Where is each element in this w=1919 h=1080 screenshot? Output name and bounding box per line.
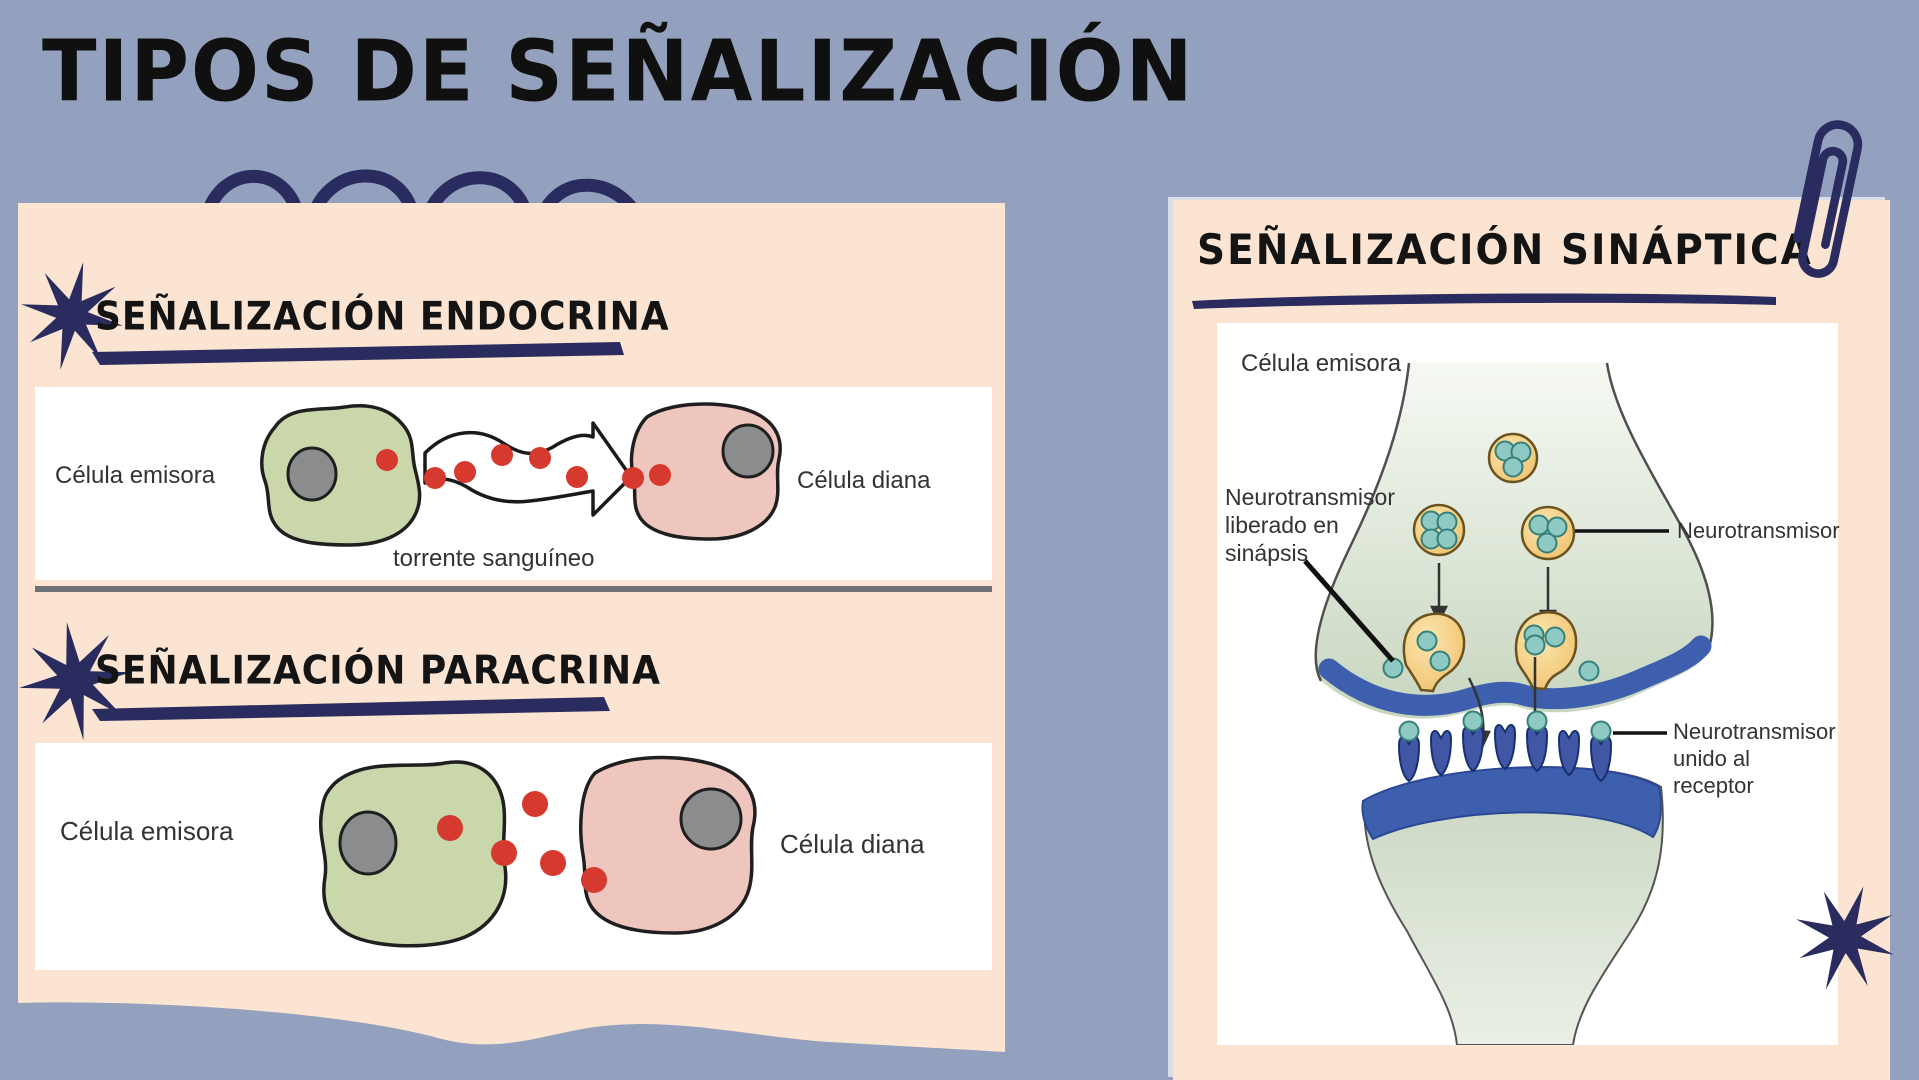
bound-label-line3: receptor [1673,772,1754,798]
synapse-emitter-label: Célula emisora [1241,350,1402,377]
presynaptic-membrane [1318,635,1712,716]
left-panel: SEÑALIZACIÓN ENDOCRINA [18,203,1005,1060]
hormone-dot [376,449,398,471]
starburst-shape [1796,886,1894,990]
emitter-cell [318,760,508,948]
bound-label-line1: Neurotransmisor [1673,719,1836,744]
right-panel: SEÑALIZACIÓN SINÁPTICA [1173,200,1894,1080]
starburst-shape [19,622,131,741]
wave-shape [18,1002,1005,1060]
signal-dots [437,791,607,893]
starburst-shape [21,262,123,370]
bound-label: Neurotransmisor unido al receptor [1673,719,1836,799]
released-label-line1: Neurotransmisor [1225,484,1395,510]
target-nucleus [721,423,775,479]
starburst-icon [21,262,123,370]
endocrina-diagram [260,402,782,547]
starburst-icon [1796,886,1894,990]
presynaptic-outline-right [1605,362,1714,654]
underline-bar [92,342,624,365]
paracrina-diagram [318,755,757,948]
emitter-nucleus [338,810,398,876]
starburst-icon [19,622,131,741]
sinaptica-underline [1192,293,1776,309]
released-label: Neurotransmisor liberado en sinápsis [1225,483,1395,567]
postsynaptic-membrane [1361,766,1662,841]
endocrina-underline [92,342,624,365]
endocrina-heading: SEÑALIZACIÓN ENDOCRINA [95,295,670,340]
paracrina-underline [92,697,610,721]
released-neurotransmitter-dots [1382,634,1600,682]
docked-neurotransmitter-dots [1398,710,1612,742]
emitter-cell [260,404,422,547]
underline-bar [1192,293,1776,309]
section-divider [35,586,992,592]
page-title: TIPOS DE SEÑALIZACIÓN [42,22,1195,121]
emitter-nucleus [286,446,338,502]
paracrina-heading: SEÑALIZACIÓN PARACRINA [95,649,661,694]
target-nucleus [679,787,743,851]
bloodstream-caption: torrente sanguíneo [393,545,595,572]
released-label-line2: liberado en [1225,512,1339,539]
emitter-cell-label: Célula emisora [55,462,216,489]
paperclip-shape [1793,120,1863,278]
sinaptica-heading: SEÑALIZACIÓN SINÁPTICA [1197,226,1813,275]
target-cell-label: Célula diana [780,829,925,859]
target-cell [579,755,757,935]
neurotransmitter-dots-in-vesicles [1420,440,1568,554]
paperclip-icon [1793,120,1863,278]
emitter-cell-label: Célula emisora [60,816,234,846]
sinaptica-diagram-box: Célula emisora Neurotransmisor liberado … [1217,323,1840,1045]
torn-edge-wave [18,1002,1005,1060]
endocrina-diagram-box: Célula emisora Célula diana torrente san… [35,387,992,580]
label-pointers [1303,529,1669,735]
hormone-dots-in-blood [424,444,671,489]
target-cell-label: Célula diana [797,467,931,494]
synapse-diagram [1303,362,1714,1045]
bound-label-line2: unido al [1673,745,1751,771]
underline-bar [92,697,610,721]
paracrina-diagram-box: Célula emisora Célula diana [35,743,992,970]
vesicle-label: Neurotransmisor [1677,518,1840,543]
released-label-line3: sinápsis [1225,540,1309,567]
presynaptic-outline-left [1314,362,1411,682]
